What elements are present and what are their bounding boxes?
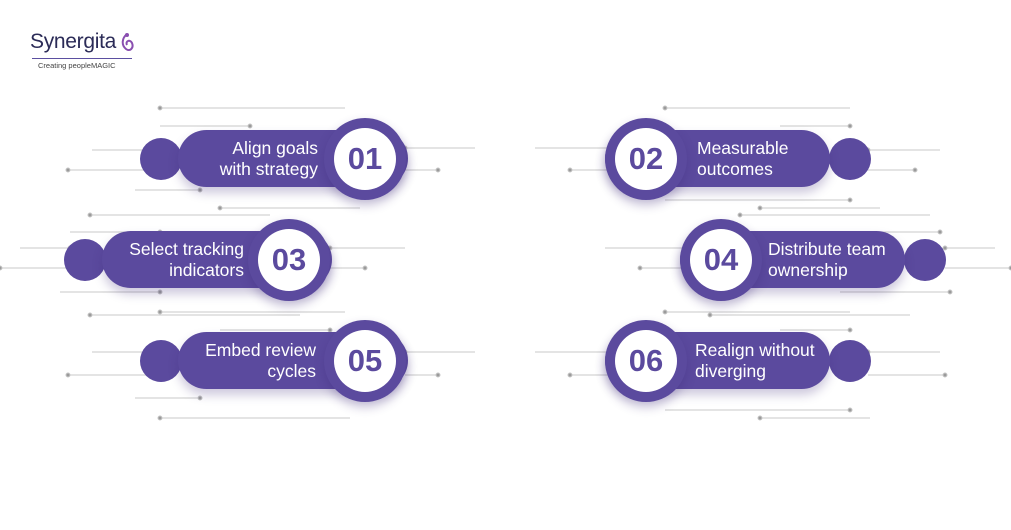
logo-underline	[32, 58, 132, 59]
circuit-node	[707, 312, 713, 318]
circuit-node	[157, 289, 163, 295]
circuit-node	[942, 245, 948, 251]
circuit-node	[65, 372, 71, 378]
step-04-dot	[904, 239, 946, 281]
step-05-number: 05	[347, 343, 383, 378]
circuit-node	[947, 289, 953, 295]
step-04-number: 04	[703, 242, 739, 277]
logo-swirl-icon	[121, 33, 134, 52]
circuit-node	[157, 415, 163, 421]
step-01-number: 01	[347, 141, 383, 176]
step-05-badge: 05	[324, 320, 406, 402]
circuit-node	[157, 309, 163, 315]
circuit-node	[937, 229, 943, 235]
circuit-node	[197, 187, 203, 193]
circuit-node	[362, 265, 368, 271]
circuit-node	[847, 407, 853, 413]
circuit-node	[757, 205, 763, 211]
circuit-node	[87, 312, 93, 318]
step-03-number: 03	[271, 242, 307, 277]
circuit-node	[157, 105, 163, 111]
step-06-number: 06	[628, 343, 664, 378]
step-06-dot	[829, 340, 871, 382]
circuit-node	[662, 105, 668, 111]
logo-tagline: Creating peopleMAGIC	[38, 61, 116, 70]
step-04-badge: 04	[680, 219, 762, 301]
step-05-dot	[140, 340, 182, 382]
circuit-node	[847, 123, 853, 129]
circuit-node	[662, 309, 668, 315]
step-03-badge: 03	[248, 219, 330, 301]
synergita-logo: Synergita Creating peopleMAGIC	[30, 30, 140, 70]
circuit-node	[847, 327, 853, 333]
circuit-node	[757, 415, 763, 421]
circuit-node	[637, 265, 643, 271]
circuit-node	[942, 372, 948, 378]
step-01-dot	[140, 138, 182, 180]
circuit-node	[567, 372, 573, 378]
circuit-node	[87, 212, 93, 218]
step-02-number: 02	[628, 141, 664, 176]
step-06-badge: 06	[605, 320, 687, 402]
step-02-badge: 02	[605, 118, 687, 200]
step-01-badge: 01	[324, 118, 406, 200]
circuit-node	[0, 265, 3, 271]
logo-wordmark: Synergita	[30, 30, 117, 53]
circuit-node	[435, 372, 441, 378]
step-02-dot	[829, 138, 871, 180]
circuit-node	[435, 167, 441, 173]
circuit-node	[847, 197, 853, 203]
circuit-node	[567, 167, 573, 173]
circuit-node	[217, 205, 223, 211]
circuit-node	[912, 167, 918, 173]
circuit-node	[247, 123, 253, 129]
circuit-node	[65, 167, 71, 173]
circuit-node	[737, 212, 743, 218]
circuit-node	[197, 395, 203, 401]
step-03-dot	[64, 239, 106, 281]
